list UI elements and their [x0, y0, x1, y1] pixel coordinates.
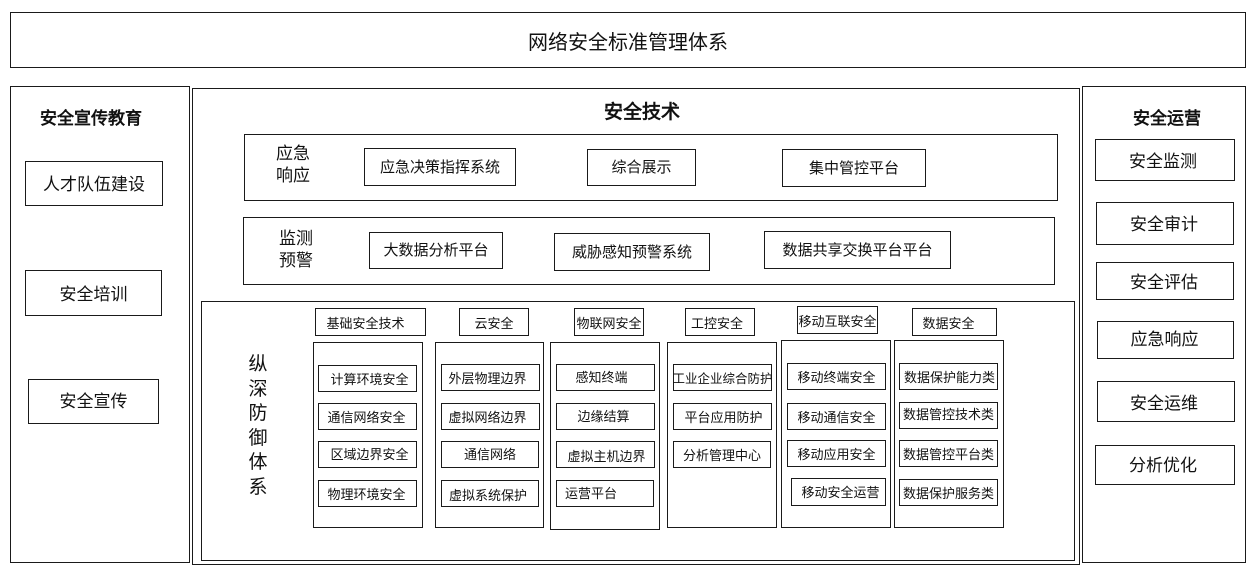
defense-item-box — [318, 480, 417, 507]
emergency-item-box — [587, 149, 696, 186]
right-item-audit: 安全审计 — [1130, 214, 1198, 235]
monitoring-item-bigdata: 大数据分析平台 — [383, 240, 489, 259]
defense-item: 数据管控技术类 — [902, 407, 994, 423]
right-item-ops: 安全运维 — [1130, 393, 1198, 414]
defense-item: 感知终端 — [575, 370, 628, 386]
left-item-box — [25, 270, 162, 316]
defense-item-box — [556, 441, 655, 468]
monitoring-item-exchange: 数据共享交换平台平台 — [782, 240, 933, 259]
monitoring-item-box — [369, 232, 503, 269]
defense-item: 数据保护能力类 — [903, 371, 995, 386]
defense-header-box — [685, 308, 755, 336]
right-item-box — [1096, 202, 1234, 245]
defense-item-box — [441, 403, 540, 430]
monitoring-item-box — [554, 233, 710, 271]
defense-item: 计算环境安全 — [330, 373, 409, 388]
defense-item-box — [899, 440, 998, 467]
defense-item: 外层物理边界 — [448, 372, 527, 387]
defense-item: 边缘结算 — [577, 410, 630, 425]
defense-header-cloud: 云安全 — [474, 316, 514, 332]
defense-header-box — [912, 308, 997, 336]
left-panel-title: 安全宣传教育 — [40, 108, 142, 129]
defense-item-box — [318, 441, 417, 468]
defense-header-data: 数据安全 — [922, 316, 975, 332]
defense-item: 分析管理中心 — [682, 449, 761, 464]
defense-item-box — [673, 364, 772, 391]
defense-header-basic: 基础安全技术 — [326, 316, 405, 332]
monitoring-label: 监测 预警 — [279, 229, 313, 271]
emergency-item-box — [782, 149, 926, 187]
defense-item-box — [787, 403, 886, 430]
emergency-item-command: 应急决策指挥系统 — [379, 157, 500, 176]
left-item-talent: 人才队伍建设 — [43, 174, 145, 195]
defense-header-mobile: 移动互联安全 — [798, 314, 877, 330]
defense-item-box — [556, 364, 655, 391]
defense-header-box — [574, 308, 644, 336]
defense-item: 虚拟主机边界 — [567, 450, 646, 465]
defense-item: 虚拟网络边界 — [448, 411, 527, 426]
right-item-assess: 安全评估 — [1130, 272, 1198, 293]
defense-header-ics: 工控安全 — [690, 316, 743, 332]
left-item-publicity: 安全宣传 — [59, 391, 128, 412]
right-item-monitor: 安全监测 — [1129, 151, 1197, 172]
defense-item: 区域边界安全 — [330, 448, 409, 463]
left-item-box — [25, 161, 163, 206]
left-panel — [10, 86, 190, 563]
defense-item: 移动通信安全 — [797, 411, 876, 426]
defense-item-box — [899, 479, 998, 506]
center-panel-title: 安全技术 — [603, 100, 680, 123]
right-item-response: 应急响应 — [1130, 329, 1199, 350]
system-title: 网络安全标准管理体系 — [528, 29, 728, 54]
defense-header-iot: 物联网安全 — [576, 316, 642, 332]
emergency-item-box — [364, 148, 516, 186]
defense-item-box — [318, 403, 417, 430]
defense-item-box — [441, 364, 540, 391]
right-item-optimize: 分析优化 — [1129, 455, 1197, 476]
defense-item: 通信网络安全 — [327, 411, 406, 426]
right-item-box — [1097, 321, 1234, 359]
left-item-training: 安全培训 — [59, 284, 128, 305]
right-item-box — [1095, 445, 1235, 485]
monitoring-item-box — [764, 231, 951, 269]
defense-item: 工业企业综合防护 — [672, 371, 773, 386]
defense-item: 平台应用防护 — [684, 411, 763, 426]
defense-item-box — [673, 403, 772, 430]
defense-item: 通信网络 — [463, 448, 516, 463]
defense-header-box — [797, 306, 878, 334]
defense-item-box — [556, 480, 654, 507]
defense-item: 移动安全运营 — [801, 486, 880, 501]
emergency-item-display: 综合展示 — [611, 157, 672, 176]
right-item-box — [1097, 381, 1235, 422]
defense-item: 移动应用安全 — [797, 448, 876, 463]
defense-item: 数据管控平台类 — [902, 448, 994, 463]
defense-label: 纵深防御体系 — [248, 353, 268, 498]
right-item-box — [1095, 139, 1235, 181]
monitoring-item-threat: 威胁感知预警系统 — [571, 242, 692, 261]
system-title-box — [10, 12, 1246, 68]
defense-item: 物理环境安全 — [327, 488, 406, 503]
defense-item-box — [899, 363, 998, 390]
defense-item: 移动终端安全 — [797, 371, 876, 386]
defense-item-box — [673, 441, 771, 468]
defense-item-box — [556, 403, 655, 430]
defense-item-box — [318, 365, 417, 392]
defense-item: 运营平台 — [564, 486, 617, 502]
right-panel-title: 安全运营 — [1133, 108, 1201, 129]
emergency-item-control: 集中管控平台 — [808, 158, 899, 177]
defense-item-box — [791, 478, 886, 506]
defense-header-box — [459, 308, 529, 336]
defense-item-box — [787, 363, 886, 390]
defense-item-box — [441, 480, 539, 507]
defense-item: 虚拟系统保护 — [448, 488, 527, 504]
defense-item: 数据保护服务类 — [902, 487, 994, 502]
defense-item-box — [441, 441, 539, 468]
defense-header-box — [315, 308, 426, 336]
right-item-box — [1096, 262, 1234, 300]
defense-item-box — [899, 402, 998, 429]
defense-item-box — [787, 440, 886, 467]
emergency-label: 应急 响应 — [276, 144, 310, 186]
left-item-box — [28, 379, 159, 424]
